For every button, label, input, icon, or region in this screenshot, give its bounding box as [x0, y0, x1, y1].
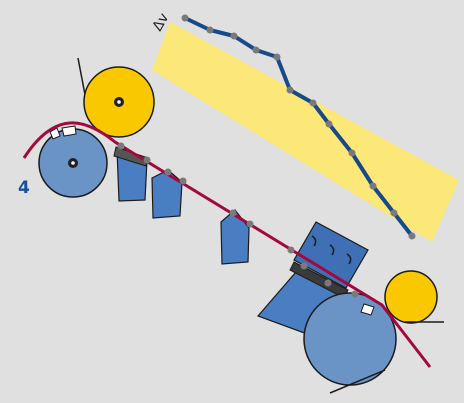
profile-point: [230, 32, 238, 40]
highlight-band: [152, 22, 459, 242]
web-path-points: [117, 142, 359, 298]
nozzle-slot: [329, 244, 335, 256]
nozzle-slot: [311, 235, 317, 247]
contact-pad: [360, 303, 375, 316]
web-point: [164, 168, 172, 176]
contact-pad: [61, 125, 77, 137]
nozzle-housing-upper: [293, 221, 369, 289]
web-point: [246, 220, 254, 228]
profile-point: [273, 53, 281, 61]
web-point: [143, 156, 151, 164]
axle-center: [71, 161, 75, 165]
profile-point: [252, 46, 260, 54]
support-line: [329, 369, 386, 394]
web-point: [179, 177, 187, 185]
speed-profile-line: [184, 16, 414, 238]
station-number-label: 4: [18, 178, 30, 198]
profile-point: [369, 182, 377, 190]
nozzle-block-2: [151, 169, 183, 219]
web-point: [229, 209, 237, 217]
web-point: [324, 279, 332, 287]
nozzle-block-3: [220, 209, 250, 265]
web-point: [117, 142, 125, 150]
delta-v-label: Δv: [150, 11, 173, 34]
profile-point: [181, 14, 189, 22]
yellow-roller-right-icon: [384, 270, 438, 324]
axle-center: [117, 100, 121, 104]
web-point: [287, 246, 295, 254]
profile-point: [348, 149, 356, 157]
profile-point: [390, 209, 398, 217]
nozzle-slot: [346, 253, 352, 265]
contact-pad: [49, 127, 61, 140]
web-point: [351, 290, 359, 298]
profile-point: [206, 26, 214, 34]
web-point: [300, 262, 308, 270]
profile-point: [408, 232, 416, 240]
speed-profile-points: [181, 14, 416, 240]
profile-point: [309, 99, 317, 107]
profile-point: [325, 120, 333, 128]
profile-point: [286, 86, 294, 94]
